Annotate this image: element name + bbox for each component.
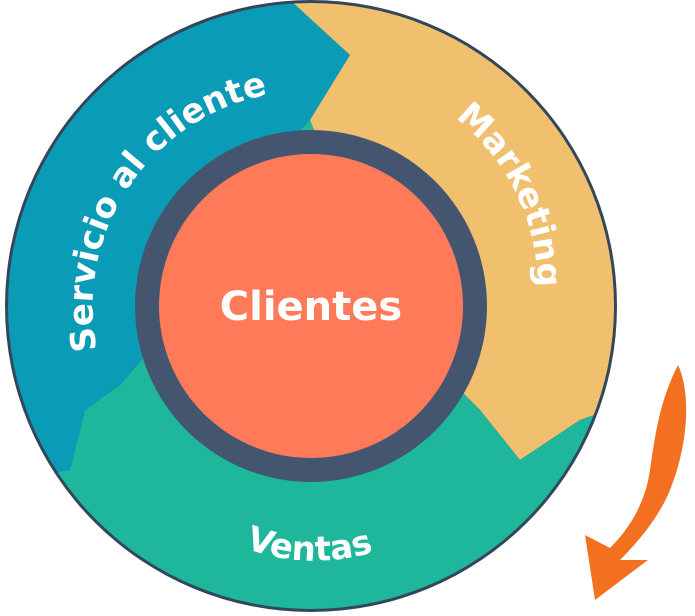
core-circle	[159, 154, 463, 458]
center-label: Clientes	[220, 284, 402, 330]
rotation-arrow-icon	[585, 365, 687, 600]
